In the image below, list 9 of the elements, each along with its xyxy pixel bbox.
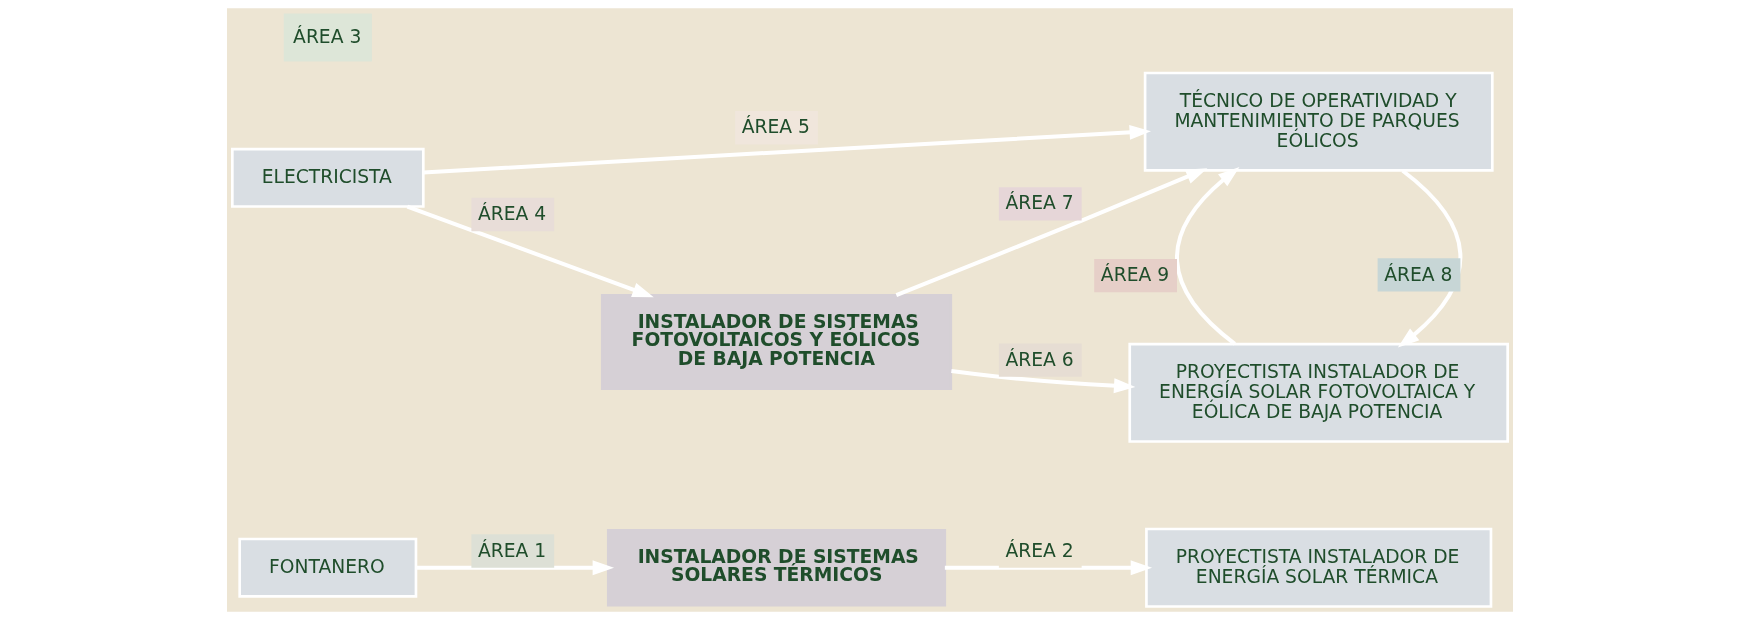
edge-label: ÁREA 5	[741, 116, 810, 138]
label: ÁREA 3	[293, 25, 362, 47]
edge-label: ÁREA 6	[1005, 348, 1074, 370]
edge-label: ÁREA 9	[1100, 264, 1170, 286]
edge-label: ÁREA 7	[1005, 192, 1074, 214]
edge-label: ÁREA 8	[1384, 263, 1453, 285]
edge-label: ÁREA 1	[478, 539, 547, 561]
edge-label: ÁREA 2	[1005, 539, 1074, 561]
edge-label: ÁREA 4	[478, 203, 547, 225]
